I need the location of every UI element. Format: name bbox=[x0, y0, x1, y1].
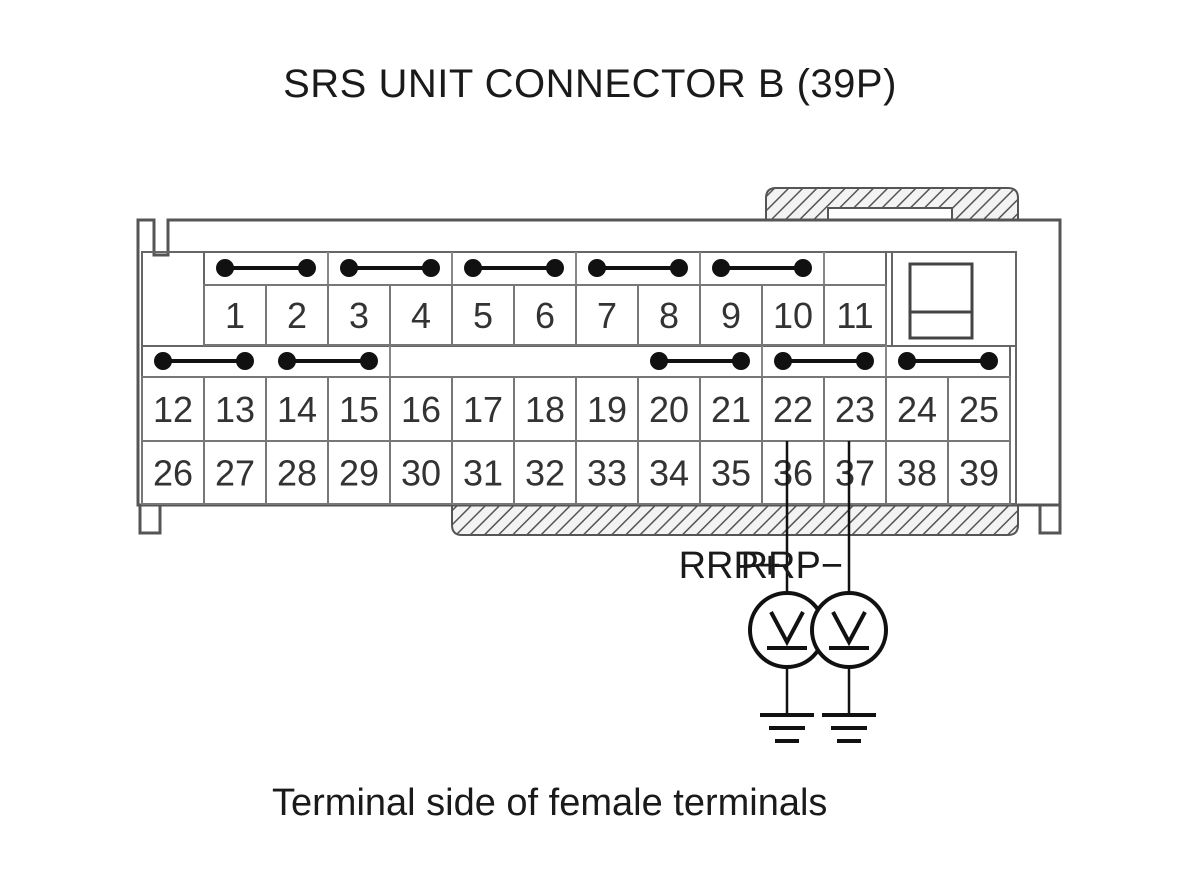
terminal-label-10: 10 bbox=[773, 295, 813, 336]
terminal-cell-14 bbox=[265, 376, 329, 442]
terminal-cell-1 bbox=[203, 284, 267, 346]
terminal-label-35: 35 bbox=[711, 453, 751, 494]
terminal-cell-17 bbox=[451, 376, 515, 442]
terminal-label-28: 28 bbox=[277, 453, 317, 494]
terminal-label-11: 11 bbox=[836, 295, 873, 336]
terminal-label-38: 38 bbox=[897, 453, 937, 494]
terminal-label-24: 24 bbox=[897, 389, 937, 430]
probe-label: RRP+ bbox=[679, 545, 781, 587]
voltmeter-icon bbox=[810, 591, 888, 669]
terminal-label-21: 21 bbox=[711, 389, 751, 430]
terminal-label-39: 39 bbox=[959, 453, 999, 494]
terminal-label-20: 20 bbox=[649, 389, 689, 430]
probe-wiring: RRP+RRP− bbox=[679, 441, 888, 743]
terminal-cell-24 bbox=[885, 376, 949, 442]
terminal-label-30: 30 bbox=[401, 453, 441, 494]
terminal-label-6: 6 bbox=[535, 295, 555, 336]
terminal-cell-26 bbox=[141, 440, 205, 505]
terminal-cell-3 bbox=[327, 284, 391, 346]
terminal-cell-33 bbox=[575, 440, 639, 505]
right-foot bbox=[1038, 503, 1062, 535]
shorting-bar-7-8 bbox=[588, 259, 688, 277]
terminal-label-9: 9 bbox=[721, 295, 741, 336]
shorting-bar-1-2 bbox=[216, 259, 316, 277]
shorting-bars bbox=[154, 259, 998, 370]
terminal-cell-39 bbox=[947, 440, 1011, 505]
terminal-label-27: 27 bbox=[215, 453, 255, 494]
terminal-label-31: 31 bbox=[463, 453, 503, 494]
terminal-cell-6 bbox=[513, 284, 577, 346]
shorting-bar-22-23 bbox=[774, 352, 874, 370]
terminal-label-23: 23 bbox=[835, 389, 875, 430]
terminal-cell-36 bbox=[761, 440, 825, 505]
terminal-cell-38 bbox=[885, 440, 949, 505]
terminal-cell-20 bbox=[637, 376, 701, 442]
terminal-cell-4 bbox=[389, 284, 453, 346]
terminal-cell-35 bbox=[699, 440, 763, 505]
terminal-label-8: 8 bbox=[659, 295, 679, 336]
terminal-label-1: 1 bbox=[225, 295, 245, 336]
terminal-label-36: 36 bbox=[773, 453, 813, 494]
mid-bar-strip bbox=[141, 345, 1011, 378]
shorting-bar-9-10 bbox=[712, 259, 812, 277]
terminal-label-19: 19 bbox=[587, 389, 627, 430]
terminal-label-14: 14 bbox=[277, 389, 317, 430]
terminal-label-33: 33 bbox=[587, 453, 627, 494]
shorting-bar-12-13 bbox=[154, 352, 254, 370]
shorting-bar-20-21 bbox=[650, 352, 750, 370]
shorting-bar-14-15 bbox=[278, 352, 378, 370]
terminal-label-13: 13 bbox=[215, 389, 255, 430]
terminal-label-15: 15 bbox=[339, 389, 379, 430]
diagram-caption: Terminal side of female terminals bbox=[272, 782, 828, 824]
terminal-label-2: 2 bbox=[287, 295, 307, 336]
terminal-cell-25 bbox=[947, 376, 1011, 442]
terminal-label-34: 34 bbox=[649, 453, 689, 494]
key-window bbox=[908, 262, 974, 340]
terminal-label-32: 32 bbox=[525, 453, 565, 494]
bottom-guide bbox=[451, 504, 1019, 536]
terminal-cell-11 bbox=[823, 284, 887, 346]
terminal-label-4: 4 bbox=[411, 295, 431, 336]
terminal-cell-34 bbox=[637, 440, 701, 505]
terminal-label-29: 29 bbox=[339, 453, 379, 494]
terminal-cell-5 bbox=[451, 284, 515, 346]
terminal-label-37: 37 bbox=[835, 453, 875, 494]
terminal-label-5: 5 bbox=[473, 295, 493, 336]
terminal-label-22: 22 bbox=[773, 389, 813, 430]
probe-23: RRP− bbox=[741, 441, 888, 743]
terminal-label-16: 16 bbox=[401, 389, 441, 430]
ground-icon bbox=[822, 713, 876, 743]
terminal-label-7: 7 bbox=[597, 295, 617, 336]
probe-label: RRP− bbox=[741, 545, 843, 587]
terminal-cell-16 bbox=[389, 376, 453, 442]
top-lock-slot bbox=[827, 207, 953, 221]
terminal-label-12: 12 bbox=[153, 389, 193, 430]
terminal-label-26: 26 bbox=[153, 453, 193, 494]
terminal-cell-37 bbox=[823, 440, 887, 505]
ground-icon bbox=[760, 713, 814, 743]
terminal-cell-10 bbox=[761, 284, 825, 346]
shorting-bar-3-4 bbox=[340, 259, 440, 277]
terminal-cell-2 bbox=[265, 284, 329, 346]
diagram-title: SRS UNIT CONNECTOR B (39P) bbox=[283, 62, 897, 106]
terminal-cell-21 bbox=[699, 376, 763, 442]
terminal-label-3: 3 bbox=[349, 295, 369, 336]
terminal-cell-7 bbox=[575, 284, 639, 346]
terminal-label-25: 25 bbox=[959, 389, 999, 430]
shorting-bar-5-6 bbox=[464, 259, 564, 277]
left-foot bbox=[138, 503, 162, 535]
terminal-cell-29 bbox=[327, 440, 391, 505]
terminal-label-18: 18 bbox=[525, 389, 565, 430]
shorting-bar-24-25 bbox=[898, 352, 998, 370]
terminal-label-17: 17 bbox=[463, 389, 503, 430]
